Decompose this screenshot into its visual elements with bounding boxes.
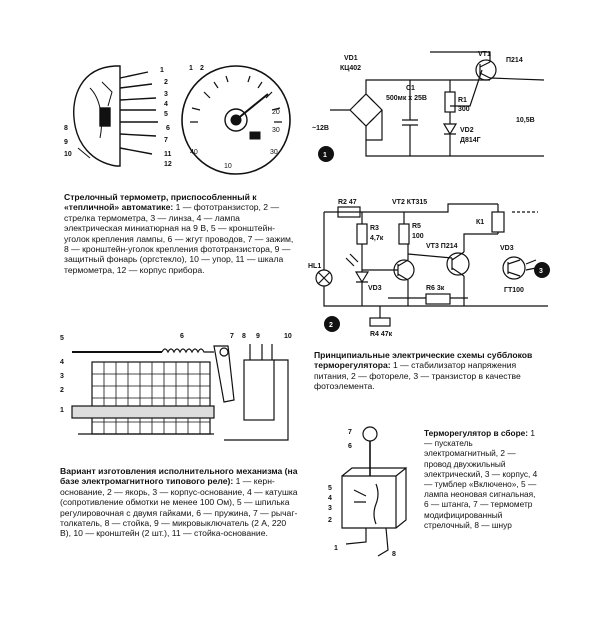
caption-schematics-body: 1 — стабилизатор напряжения питания, 2 —… xyxy=(314,360,521,392)
r3-label: R3 xyxy=(370,225,379,232)
relay-callout-5: 5 xyxy=(60,335,64,342)
relay-callout-10: 10 xyxy=(284,333,292,340)
caption-regulator-heading: Терморегулятор в сборе: xyxy=(424,428,529,438)
relay-callout-9: 9 xyxy=(256,333,260,340)
thermo-callout-7: 7 xyxy=(164,137,168,144)
scale-label-30-bottom: 30 xyxy=(270,149,278,156)
schematic-stabilizer: VD1 КЦ402 C1 500мк х 25В VT1 П214 R1 300… xyxy=(310,50,558,174)
vd3-right-type: ГТ100 xyxy=(504,287,524,294)
thermo-callout-1: 1 xyxy=(160,67,164,74)
c1-label: C1 xyxy=(406,85,415,92)
schematic-photo-relay: R2 47 R3 4,7к R5 100 VT2 КТ315 VT3 П214 … xyxy=(308,194,558,342)
vd3-left-label: VD3 xyxy=(368,285,382,292)
thermo-callout-5: 5 xyxy=(164,111,168,118)
thermo-callout-12: 12 xyxy=(164,161,172,168)
scale-label-30-top: 30 xyxy=(272,127,280,134)
thermo-callout-4: 4 xyxy=(164,101,168,108)
r1-value: 300 xyxy=(458,106,470,113)
caption-relay-heading: Вариант изготовления исполнительного мех… xyxy=(60,466,298,487)
box-callout-7: 7 xyxy=(348,429,352,436)
box-callout-4: 4 xyxy=(328,495,332,502)
r1-label: R1 xyxy=(458,97,467,104)
box-callout-2: 2 xyxy=(328,517,332,524)
thermo-callout-8: 8 xyxy=(64,125,68,132)
box-callout-1: 1 xyxy=(334,545,338,552)
caption-regulator: Терморегулятор в сборе: 1 — пускатель эл… xyxy=(424,428,540,530)
caption-relay: Вариант изготовления исполнительного мех… xyxy=(60,466,298,539)
thermometer-face-view xyxy=(181,65,291,175)
thermo-badge-1: 1 xyxy=(189,65,193,72)
caption-schematics: Принципиальные электрические схемы суббл… xyxy=(314,350,546,392)
r2-label: R2 47 xyxy=(338,199,357,206)
badge-3: 3 xyxy=(534,262,550,278)
input-voltage: ~12В xyxy=(312,125,329,132)
caption-regulator-body: 1 — пускатель электромагнитный, 2 — пров… xyxy=(424,428,538,530)
scale-label-40: 40 xyxy=(190,149,198,156)
relay-callout-8: 8 xyxy=(242,333,246,340)
badge-1: 1 xyxy=(318,146,334,162)
thermo-callout-9: 9 xyxy=(64,139,68,146)
relay-callout-3: 3 xyxy=(60,373,64,380)
vd3-right-label: VD3 xyxy=(500,245,514,252)
thermometer-figure: 1 2 3 4 5 6 7 8 9 10 11 12 1 2 20 30 40 … xyxy=(60,58,300,176)
badge-2: 2 xyxy=(324,316,340,332)
thermo-callout-10: 10 xyxy=(64,151,72,158)
hl1-label: HL1 xyxy=(308,263,321,270)
svg-text:1: 1 xyxy=(323,152,327,159)
scale-label-20: 20 xyxy=(272,109,280,116)
box-callout-6: 6 xyxy=(348,443,352,450)
relay-callout-1: 1 xyxy=(60,407,64,414)
r6-label: R6 3к xyxy=(426,285,445,292)
box-callout-3: 3 xyxy=(328,505,332,512)
relay-mechanism-figure: 5 4 3 2 1 6 7 8 9 10 xyxy=(58,330,304,454)
vt2-label: VT2 КТ315 xyxy=(392,199,427,206)
thermo-callout-11: 11 xyxy=(164,151,172,158)
vt1-label: VT1 xyxy=(478,51,491,58)
r5-label: R5 xyxy=(412,223,421,230)
regulator-box-figure: 7 6 5 4 3 2 1 8 xyxy=(326,424,416,564)
thermometer-side-view xyxy=(73,65,158,167)
caption-thermometer-body: 1 — фототранзистор, 2 — стрелка термомет… xyxy=(64,202,294,275)
svg-text:2: 2 xyxy=(329,322,333,329)
r4-label: R4 47к xyxy=(370,331,393,338)
scale-label-10: 10 xyxy=(224,163,232,170)
relay-callout-7: 7 xyxy=(230,333,234,340)
r3-value: 4,7к xyxy=(370,235,384,242)
output-voltage: 10,5В xyxy=(516,117,535,124)
vd2-type: Д814Г xyxy=(460,137,481,144)
vt1-type: П214 xyxy=(506,57,523,64)
relay-callout-6: 6 xyxy=(180,333,184,340)
c1-value: 500мк х 25В xyxy=(386,95,427,102)
relay-callout-2: 2 xyxy=(60,387,64,394)
box-callout-8: 8 xyxy=(392,551,396,558)
thermo-callout-3: 3 xyxy=(164,91,168,98)
caption-thermometer: Стрелочный термометр, приспособленный к … xyxy=(64,192,296,275)
vd2-label: VD2 xyxy=(460,127,474,134)
svg-text:3: 3 xyxy=(539,268,543,275)
thermo-callout-2: 2 xyxy=(164,79,168,86)
vd1-type: КЦ402 xyxy=(340,65,361,72)
caption-thermometer-heading: Стрелочный термометр, приспособленный к … xyxy=(64,192,257,213)
vt3-label: VT3 П214 xyxy=(426,243,458,250)
thermo-badge-2: 2 xyxy=(200,65,204,72)
vd1-label: VD1 xyxy=(344,55,358,62)
thermo-callout-6: 6 xyxy=(166,125,170,132)
k1-label: К1 xyxy=(476,219,484,226)
caption-relay-body: 1 — керн-основание, 2 — якорь, 3 — корпу… xyxy=(60,476,298,539)
caption-schematics-heading: Принципиальные электрические схемы суббл… xyxy=(314,350,533,371)
relay-callout-4: 4 xyxy=(60,359,64,366)
box-callout-5: 5 xyxy=(328,485,332,492)
r5-value: 100 xyxy=(412,233,424,240)
